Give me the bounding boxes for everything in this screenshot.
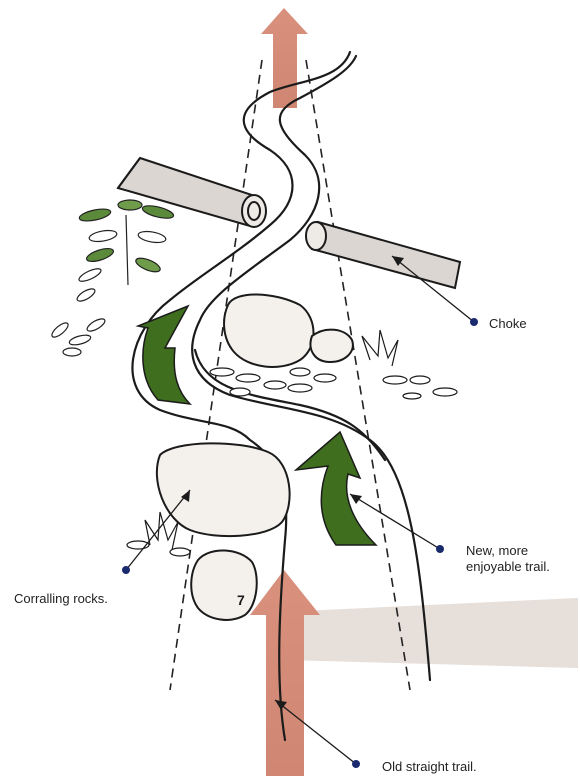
new-trail-arrow-lower <box>296 432 376 545</box>
callout-corralling-rocks <box>122 490 190 574</box>
rock-choke-small <box>311 330 353 362</box>
trail-sign-number: 7 <box>237 592 245 608</box>
label-new-trail-line1: New, more <box>466 543 550 559</box>
rock-corral-large <box>157 443 290 536</box>
label-new-trail: New, more enjoyable trail. <box>466 543 550 575</box>
label-corralling-rocks: Corralling rocks. <box>14 591 108 607</box>
label-old-trail: Old straight trail. <box>382 759 477 775</box>
rock-corral-small: 7 <box>191 550 257 619</box>
rock-choke-large <box>224 294 313 366</box>
grass-cluster-center <box>210 368 336 396</box>
log-left <box>118 158 266 227</box>
grass-cluster-right <box>362 330 457 399</box>
new-trail-arrow-upper <box>138 306 190 404</box>
label-new-trail-line2: enjoyable trail. <box>466 559 550 575</box>
log-right <box>306 222 460 288</box>
label-choke: Choke <box>489 316 527 332</box>
old-trail-arrow-bottom <box>250 570 320 776</box>
